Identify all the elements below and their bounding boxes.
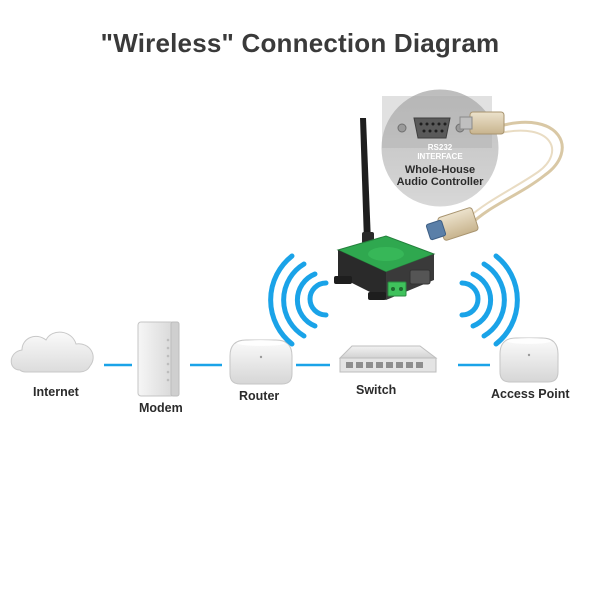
callout-bubble — [378, 86, 505, 210]
cloud-icon — [10, 331, 94, 373]
callout-line-interface: INTERFACE — [417, 152, 463, 161]
wifi-signal-right-icon — [459, 253, 520, 347]
callout-rs232-label: RS232 INTERFACE — [390, 143, 490, 161]
diagram-title: "Wireless" Connection Diagram — [100, 28, 500, 58]
label-router: Router — [239, 389, 280, 403]
access-point-icon — [499, 337, 559, 383]
callout-line-rs232: RS232 — [427, 143, 453, 152]
db9-plug-bottom-icon — [425, 207, 479, 241]
rs232-wireless-device-icon — [334, 118, 436, 300]
switch-icon — [338, 345, 438, 373]
label-internet: Internet — [33, 385, 79, 399]
callout-line-audio-controller: Audio Controller — [396, 176, 484, 188]
callout-controller-label: Whole-House Audio Controller — [380, 164, 500, 188]
label-access-point: Access Point — [491, 387, 570, 401]
router-icon — [229, 339, 293, 385]
label-switch: Switch — [356, 383, 397, 397]
callout-line-whole-house: Whole-House — [404, 164, 476, 176]
serial-cable — [467, 120, 564, 227]
db9-plug-top-icon — [459, 111, 505, 135]
modem-icon — [137, 321, 180, 397]
wifi-signal-left-icon — [268, 253, 329, 347]
label-modem: Modem — [139, 401, 183, 415]
